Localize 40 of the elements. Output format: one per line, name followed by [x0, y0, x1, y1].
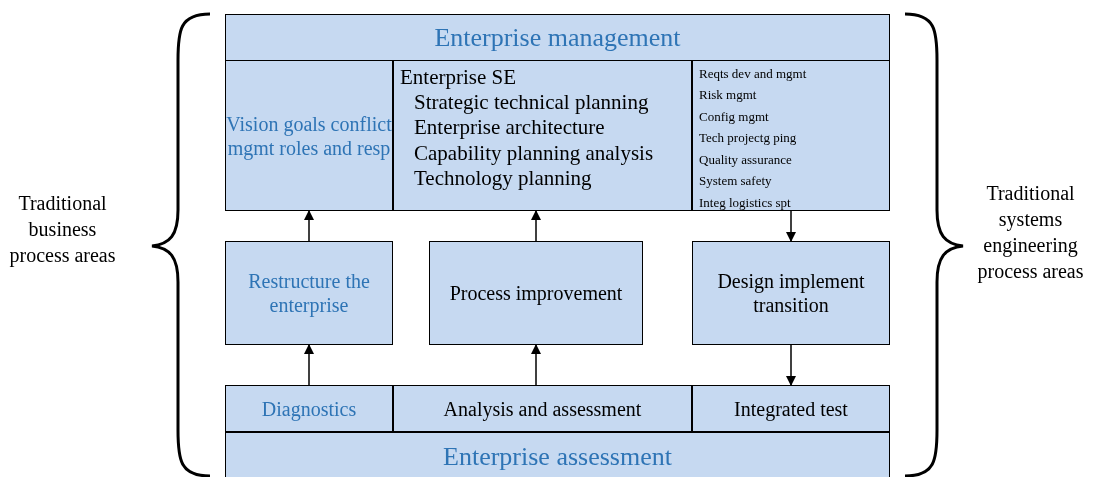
list-item: Risk mgmt — [699, 86, 757, 105]
box-label: Vision goals conflict mgmt roles and resp — [226, 111, 392, 160]
process-box — [429, 241, 643, 345]
process-box — [692, 241, 890, 345]
list-item: Tech projectg ping — [699, 129, 797, 148]
list-item: Technology planning — [413, 165, 592, 191]
process-box — [225, 60, 393, 211]
list-item: Enterprise architecture — [413, 115, 605, 141]
footer-band — [225, 432, 890, 477]
arrow — [304, 210, 314, 242]
process-box — [692, 60, 890, 211]
box-label: Design implement transition — [716, 269, 866, 317]
process-box — [393, 385, 692, 432]
list-item: Strategic technical planning — [413, 90, 649, 116]
list-item: Reqts dev and mgmt — [699, 65, 807, 83]
arrow — [531, 210, 541, 242]
process-box — [225, 385, 393, 432]
box-label: Integrated test — [734, 396, 848, 421]
list-item: Integ logistics spt — [699, 193, 791, 212]
header-band — [225, 14, 890, 61]
box-label: Process improvement — [449, 281, 623, 305]
arrow — [531, 344, 541, 386]
box-label: Diagnostics — [261, 396, 357, 421]
side-label: Traditional systems engineering process areas — [976, 181, 1085, 284]
process-box — [225, 241, 393, 345]
box-heading: Enterprise SE — [400, 65, 517, 91]
list-item: Config mgmt — [699, 107, 769, 126]
process-box — [393, 60, 692, 211]
process-box — [692, 385, 890, 432]
arrow — [304, 344, 314, 386]
list-item: Quality assurance — [699, 150, 792, 169]
list-item: Capability planning analysis — [413, 140, 654, 166]
box-label: Restructure the enterprise — [247, 269, 371, 317]
box-label: Enterprise management — [434, 21, 681, 54]
arrow — [786, 210, 796, 242]
list-item: System safety — [699, 172, 772, 191]
box-label: Analysis and assessment — [443, 396, 642, 421]
box-label: Enterprise assessment — [443, 441, 672, 473]
arrow — [786, 344, 796, 386]
side-label: Traditional business process areas — [8, 191, 117, 268]
